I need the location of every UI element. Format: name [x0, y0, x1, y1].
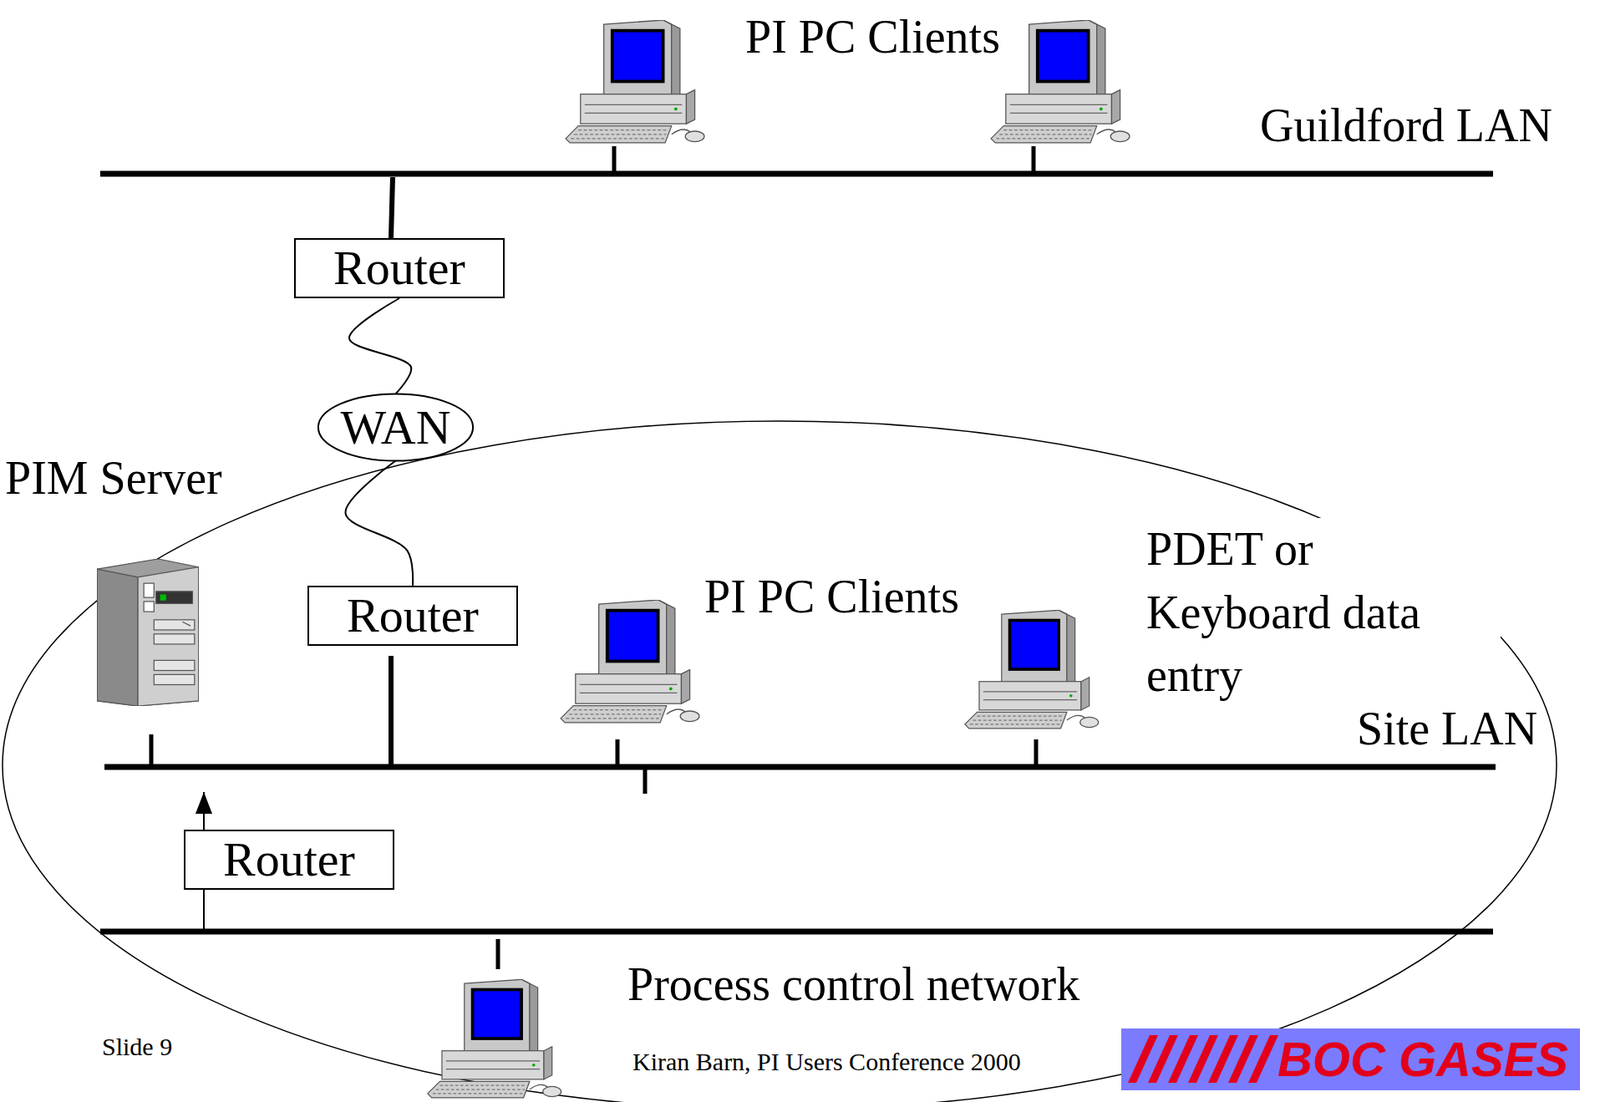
company-logo: BOC GASES	[1121, 1028, 1580, 1091]
footer-note: Kiran Barn, PI Users Conference 2000	[629, 1047, 1025, 1077]
lan-stub	[643, 766, 648, 794]
client-drop	[1034, 739, 1039, 767]
router-box: Router	[294, 238, 505, 299]
node-text: Router	[346, 589, 479, 643]
site-lan-bus	[104, 764, 1496, 771]
router-box: Router	[307, 585, 519, 646]
node-text: Router	[223, 833, 356, 887]
process-network-bus	[100, 929, 1494, 935]
wan-ellipse: WAN	[316, 391, 475, 464]
router-drop	[388, 655, 394, 767]
client-drop	[1031, 146, 1037, 174]
network-label: Process control network	[624, 957, 1083, 1011]
router-box: Router	[183, 829, 395, 890]
client-drop	[615, 739, 620, 767]
client-drop	[496, 939, 501, 970]
slide-number: Slide 9	[98, 1032, 176, 1062]
node-text: WAN	[340, 401, 451, 455]
node-text: Router	[333, 241, 466, 295]
site-boundary	[2, 421, 1557, 1102]
pc-icon	[427, 979, 562, 1098]
group-label: PI PC Clients	[741, 10, 1004, 64]
server-icon	[96, 558, 199, 707]
pc-icon	[965, 609, 1099, 729]
pc-icon	[560, 599, 700, 723]
guildford-lan-bus	[100, 171, 1494, 178]
logo-text: BOC GASES	[1277, 1032, 1569, 1087]
ellipse-outline	[318, 393, 473, 461]
router-drop	[391, 177, 393, 239]
pc-icon	[565, 20, 705, 143]
data-entry-label: PDET or Keyboard data entry	[1142, 518, 1501, 708]
server-drop	[149, 734, 154, 767]
server-label: PIM Server	[1, 451, 226, 505]
wan-link	[349, 298, 412, 394]
network-label: Guildford LAN	[1256, 98, 1556, 153]
pc-icon	[990, 20, 1130, 143]
client-drop	[612, 146, 617, 174]
group-label: PI PC Clients	[700, 569, 963, 624]
logo-stripe	[1248, 1035, 1279, 1083]
wan-link	[345, 461, 413, 586]
network-label: Site LAN	[1353, 701, 1541, 756]
